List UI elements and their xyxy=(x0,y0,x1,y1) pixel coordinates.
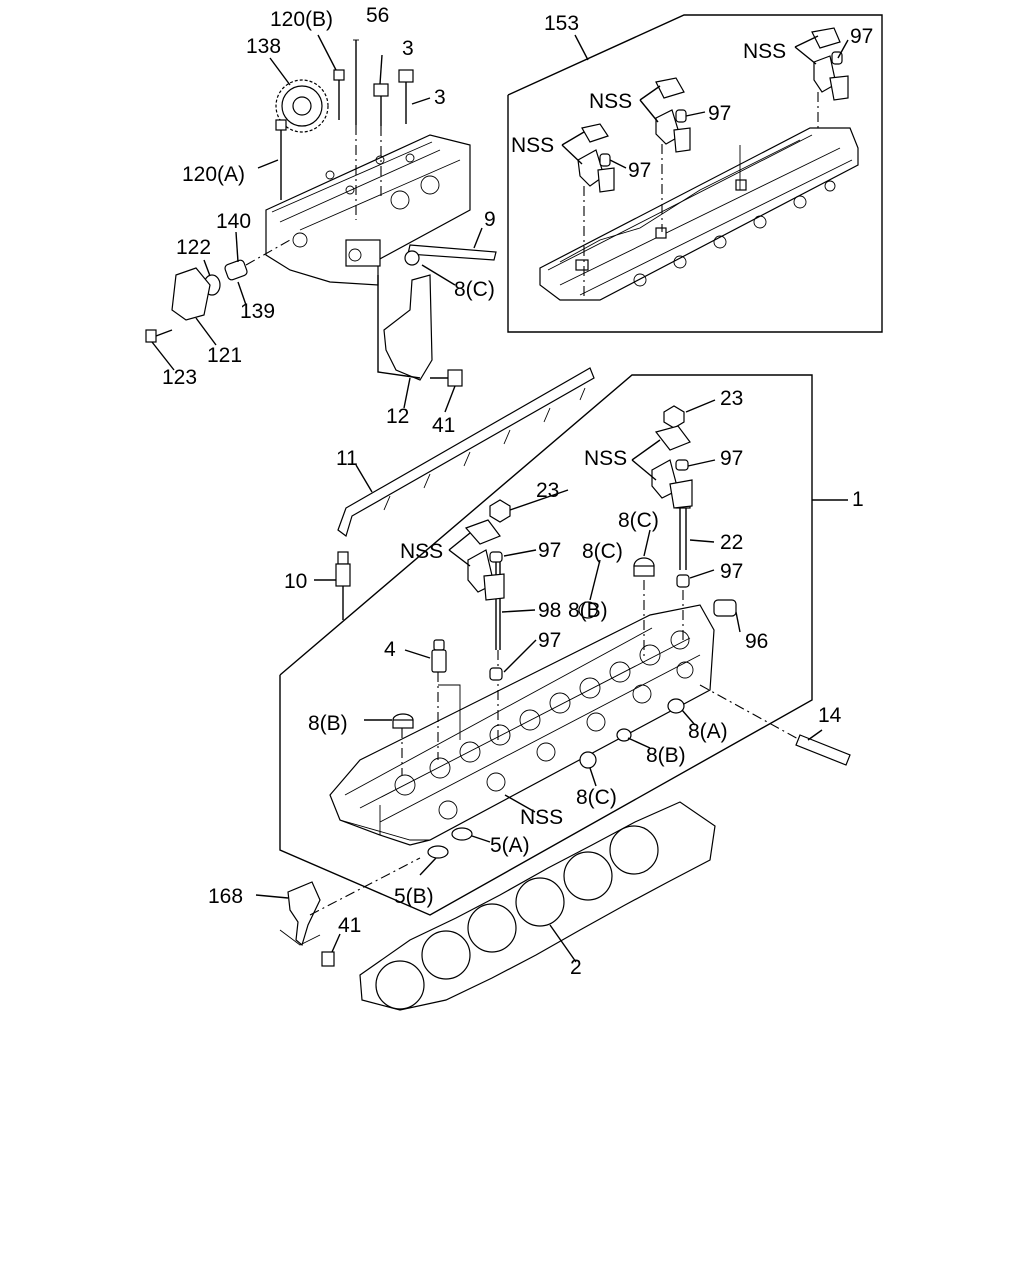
callout-8b-mid: 8(B) xyxy=(568,599,608,622)
bracket-168-part xyxy=(255,857,421,967)
callout-123: 123 xyxy=(162,366,197,389)
callout-97-inset-1: 97 xyxy=(850,25,873,48)
main-head-assembly xyxy=(279,374,851,916)
callout-8b-left: 8(B) xyxy=(308,712,348,735)
callout-97-main-4: 97 xyxy=(538,629,561,652)
callout-5b: 5(B) xyxy=(394,885,434,908)
callout-5a: 5(A) xyxy=(490,834,530,857)
callout-120b: 120(B) xyxy=(270,8,333,31)
callout-nss-main-1: NSS xyxy=(584,447,627,470)
callout-96: 96 xyxy=(745,630,768,653)
callout-97-main-1: 97 xyxy=(720,447,743,470)
callout-labels: 120(B) 56 3 3 138 120(A) 140 122 139 121… xyxy=(162,4,873,979)
callout-4: 4 xyxy=(384,638,396,661)
callout-22: 22 xyxy=(720,531,743,554)
callout-8b-right: 8(B) xyxy=(646,744,686,767)
callout-139: 139 xyxy=(240,300,275,323)
callout-97-main-3: 97 xyxy=(538,539,561,562)
callout-nss-main-2: NSS xyxy=(400,540,443,563)
callout-nss-inset-1: NSS xyxy=(743,40,786,63)
glow-plug-part xyxy=(314,551,351,620)
callout-nss-inset-2: NSS xyxy=(589,90,632,113)
callout-3-a: 3 xyxy=(402,37,414,60)
callout-122: 122 xyxy=(176,236,211,259)
callout-14: 14 xyxy=(818,704,842,727)
callout-8c-main-1: 8(C) xyxy=(618,509,659,532)
callout-nss-low: NSS xyxy=(520,806,563,829)
callout-nss-inset-3: NSS xyxy=(511,134,554,157)
head-gasket-part xyxy=(359,801,716,1011)
callout-1: 1 xyxy=(852,488,864,511)
callout-140: 140 xyxy=(216,210,251,233)
callout-3-b: 3 xyxy=(434,86,446,109)
callout-8c-main-2: 8(C) xyxy=(582,540,623,563)
callout-153: 153 xyxy=(544,12,579,35)
callout-56: 56 xyxy=(366,4,389,27)
callout-9: 9 xyxy=(484,208,496,231)
callout-121: 121 xyxy=(207,344,242,367)
callout-23-b: 23 xyxy=(536,479,559,502)
callout-10: 10 xyxy=(284,570,307,593)
inset-rocker-assembly xyxy=(507,14,883,333)
callout-2: 2 xyxy=(570,956,582,979)
callout-120a: 120(A) xyxy=(182,163,245,186)
callout-12: 12 xyxy=(386,405,409,428)
callout-97-main-2: 97 xyxy=(720,560,743,583)
callout-97-inset-3: 97 xyxy=(628,159,651,182)
callout-8a: 8(A) xyxy=(688,720,728,743)
upper-head-assembly xyxy=(145,34,497,413)
callout-8c-low: 8(C) xyxy=(576,786,617,809)
callout-168: 168 xyxy=(208,885,243,908)
callout-41-low: 41 xyxy=(338,914,361,937)
callout-41-top: 41 xyxy=(432,414,455,437)
callout-98: 98 xyxy=(538,599,561,622)
manifold-gasket-strip xyxy=(337,367,595,537)
callout-138: 138 xyxy=(246,35,281,58)
callout-97-inset-2: 97 xyxy=(708,102,731,125)
callout-23-a: 23 xyxy=(720,387,743,410)
callout-8c-top: 8(C) xyxy=(454,278,495,301)
callout-11: 11 xyxy=(336,447,358,470)
